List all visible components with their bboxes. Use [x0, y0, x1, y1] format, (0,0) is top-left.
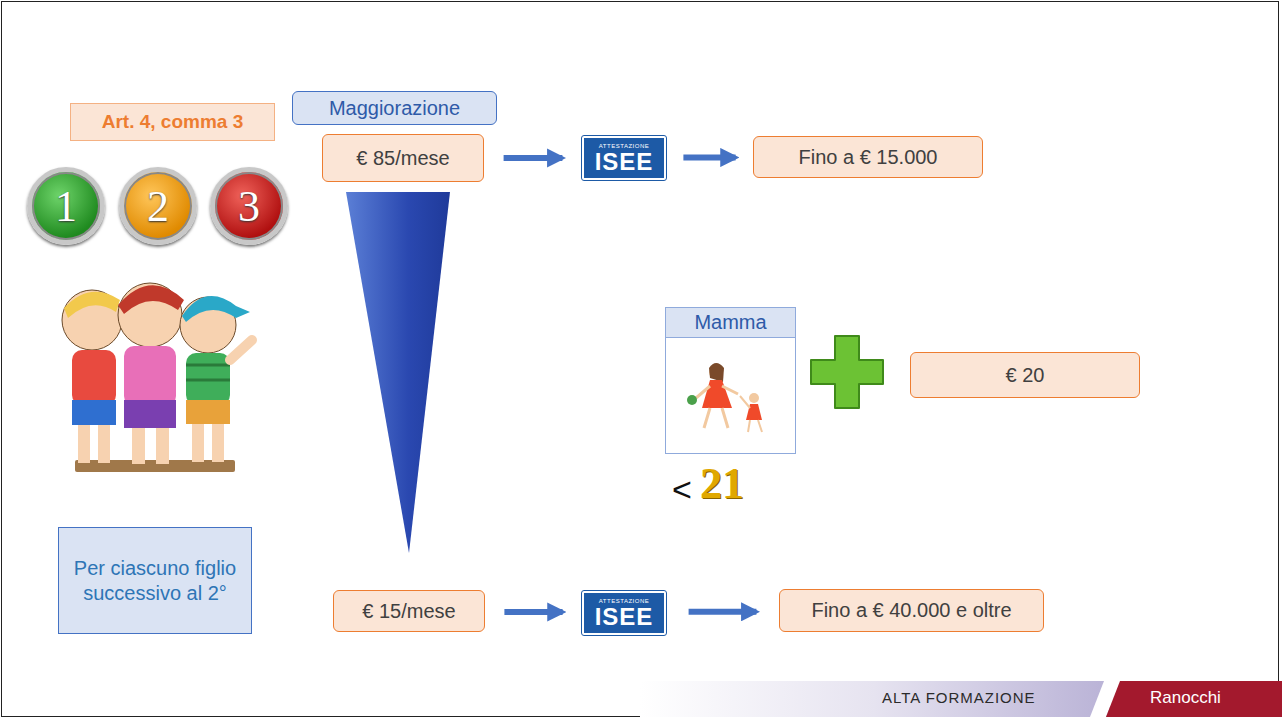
- flow-arrow: [689, 609, 757, 615]
- node-text: Art. 4, comma 3: [102, 111, 244, 133]
- node-text: Fino a € 40.000 e oltre: [811, 599, 1011, 622]
- node-text: € 20: [1006, 364, 1045, 387]
- footer-text: ALTA FORMAZIONE: [882, 689, 1036, 706]
- children-illustration: [62, 283, 252, 472]
- node-text: Fino a € 15.000: [799, 146, 938, 169]
- amount-box: € 15/mese: [333, 590, 485, 632]
- flow-arrow: [504, 155, 563, 161]
- node-text: Per ciascuno figlio successivo al 2°: [67, 556, 243, 606]
- logo-text: ISEE: [595, 150, 654, 174]
- footer-bar: [640, 681, 1282, 717]
- threshold-box: Fino a € 15.000: [753, 136, 983, 178]
- node-text: Maggiorazione: [329, 97, 460, 120]
- flow-arrow: [504, 609, 562, 615]
- mother-child-illustration: [676, 342, 786, 452]
- plus-symbol: [811, 336, 883, 408]
- isee-logo: ATTESTAZIONEISEE: [582, 591, 666, 635]
- logo-text: ATTESTAZIONE: [599, 597, 649, 605]
- decrease-wedge: [346, 192, 450, 553]
- logo-text: ISEE: [595, 605, 654, 629]
- node-text: € 15/mese: [362, 600, 455, 623]
- node-text: 3: [238, 181, 260, 232]
- node-text: 1: [55, 181, 77, 232]
- isee-logo: ATTESTAZIONEISEE: [582, 136, 666, 180]
- number-badge: 1: [27, 167, 105, 245]
- node-text: 2: [147, 181, 169, 232]
- condition-box: Per ciascuno figlio successivo al 2°: [58, 527, 252, 634]
- node-text: Mamma: [666, 308, 795, 338]
- reference-box: Art. 4, comma 3: [70, 103, 275, 141]
- threshold-box: Fino a € 40.000 e oltre: [779, 589, 1044, 632]
- heading-box: Maggiorazione: [292, 91, 497, 125]
- mother-box: Mamma: [665, 307, 796, 454]
- node-text: € 85/mese: [356, 147, 449, 170]
- age-number: 21: [700, 458, 744, 509]
- amount-box: € 85/mese: [322, 134, 484, 182]
- brand-name: Ranocchi: [1150, 688, 1221, 708]
- number-badge: 2: [119, 167, 197, 245]
- logo-text: ATTESTAZIONE: [599, 142, 649, 150]
- comparison-sign: <: [672, 470, 692, 509]
- number-badge: 3: [210, 167, 288, 245]
- flow-arrow: [683, 155, 735, 161]
- amount-box: € 20: [910, 352, 1140, 398]
